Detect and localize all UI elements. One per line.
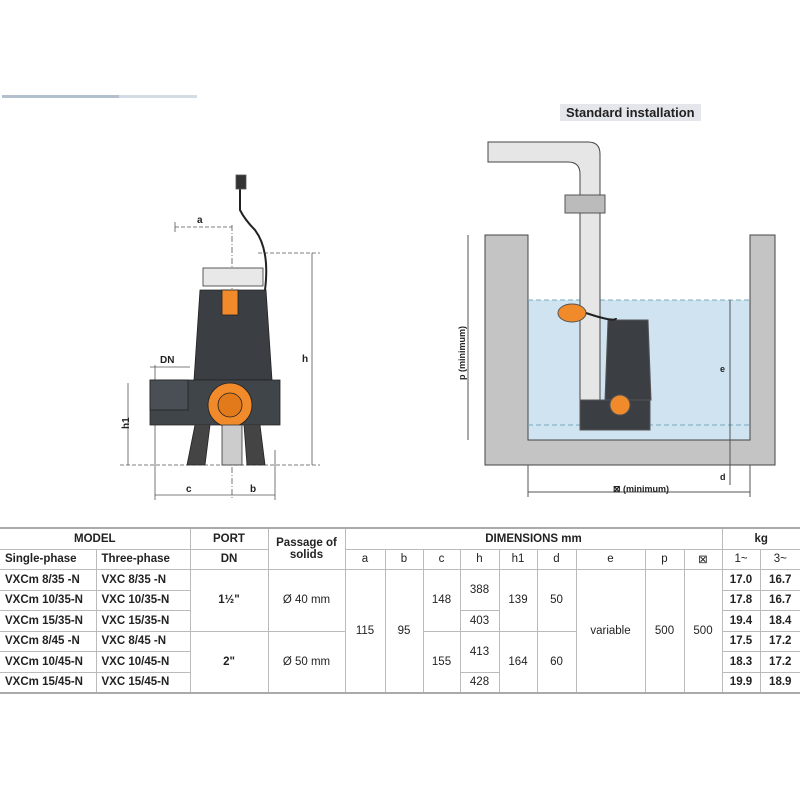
header-col-square: ⊠ [683, 548, 723, 570]
dim-c: 155 [422, 630, 461, 694]
weight-single-phase: 19.9 [721, 671, 761, 694]
three-phase-model: VXC 15/45-N [95, 671, 191, 694]
header-col-p: p [644, 548, 685, 570]
header-dimensions: DIMENSIONS mm [344, 527, 723, 550]
three-phase-model: VXC 8/35 -N [95, 569, 191, 591]
label-c: c [186, 484, 192, 495]
label-square-minimum: ⊠ (minimum) [613, 484, 669, 494]
three-phase-model: VXC 10/45-N [95, 651, 191, 673]
label-d: d [720, 472, 726, 482]
dimensions-weight-table: MODEL PORT Passage of solids DIMENSIONS … [0, 527, 800, 694]
dim-h1: 139 [498, 569, 538, 632]
dim-d: 50 [536, 569, 577, 632]
weight-three-phase: 18.4 [759, 610, 800, 632]
header-col-h: h [459, 548, 500, 570]
port-dn: 1½" [189, 569, 269, 632]
passage-of-solids: Ø 50 mm [267, 630, 346, 694]
single-phase-model: VXCm 15/35-N [0, 610, 97, 632]
table-row: VXCm 8/45 -N VXC 8/45 -N 2" Ø 50 mm 155 … [0, 630, 800, 694]
dimension-labels: a h DN h1 c b [121, 215, 308, 495]
dim-h: 403 [459, 610, 500, 632]
single-phase-model: VXCm 10/35-N [0, 589, 97, 611]
header-model: MODEL [0, 527, 191, 550]
dim-h1: 164 [498, 630, 538, 694]
header-col-e: e [575, 548, 646, 570]
weight-single-phase: 18.3 [721, 651, 761, 673]
header-three-phase: Three-phase [95, 548, 191, 570]
dim-c: 148 [422, 569, 461, 632]
header-col-a: a [344, 548, 386, 570]
header-col-b: b [384, 548, 424, 570]
dim-square: 500 [683, 569, 723, 694]
table-row: VXCm 15/35-N VXC 15/35-N 403 19.4 18.4 [0, 610, 800, 632]
weight-single-phase: 19.4 [721, 610, 761, 632]
table-row: VXCm 8/35 -N VXC 8/35 -N 1½" Ø 40 mm 115… [0, 569, 800, 694]
single-phase-model: VXCm 8/35 -N [0, 569, 97, 591]
dim-d: 60 [536, 630, 577, 694]
label-h: h [302, 354, 308, 365]
label-p-minimum: p (minimum) [457, 326, 467, 380]
weight-three-phase: 18.9 [759, 671, 800, 694]
dim-e: variable [575, 569, 646, 694]
weight-three-phase: 16.7 [759, 589, 800, 611]
header-kg-1: 1~ [721, 548, 761, 570]
pump-dimension-drawing [120, 174, 320, 500]
section-heading-cropped [2, 95, 197, 98]
installation-drawing [467, 141, 776, 497]
label-a: a [197, 215, 203, 226]
weight-single-phase: 17.8 [721, 589, 761, 611]
port-dn: 2" [189, 630, 269, 694]
dim-h: 413 [459, 630, 500, 673]
label-dn: DN [160, 355, 174, 366]
dim-h: 388 [459, 569, 500, 611]
header-col-d: d [536, 548, 577, 570]
single-phase-model: VXCm 8/45 -N [0, 630, 97, 652]
dim-b: 95 [384, 569, 424, 694]
three-phase-model: VXC 10/35-N [95, 589, 191, 611]
header-kg: kg [721, 527, 800, 550]
weight-single-phase: 17.0 [721, 569, 761, 591]
single-phase-model: VXCm 15/45-N [0, 671, 97, 694]
label-e: e [720, 364, 725, 374]
label-b: b [250, 484, 256, 495]
label-h1: h1 [121, 417, 132, 429]
dim-a: 115 [344, 569, 386, 694]
header-passage: Passage of solids [267, 527, 346, 570]
dim-h: 428 [459, 671, 500, 694]
single-phase-model: VXCm 10/45-N [0, 651, 97, 673]
header-dn: DN [189, 548, 269, 570]
three-phase-model: VXC 8/45 -N [95, 630, 191, 652]
standard-installation-title: Standard installation [560, 104, 701, 121]
header-kg-3: 3~ [759, 548, 800, 570]
table-row: VXCm 15/45-N VXC 15/45-N 428 19.9 18.9 [0, 671, 800, 694]
header-col-c: c [422, 548, 461, 570]
weight-three-phase: 17.2 [759, 630, 800, 652]
header-col-h1: h1 [498, 548, 538, 570]
three-phase-model: VXC 15/35-N [95, 610, 191, 632]
pump-drawings: a h DN h1 c b p (minimum) e d ⊠ (minimum… [120, 141, 776, 500]
weight-three-phase: 16.7 [759, 569, 800, 591]
weight-single-phase: 17.5 [721, 630, 761, 652]
dim-p: 500 [644, 569, 685, 694]
header-port: PORT [189, 527, 269, 550]
weight-three-phase: 17.2 [759, 651, 800, 673]
header-single-phase: Single-phase [0, 548, 97, 570]
passage-of-solids: Ø 40 mm [267, 569, 346, 632]
